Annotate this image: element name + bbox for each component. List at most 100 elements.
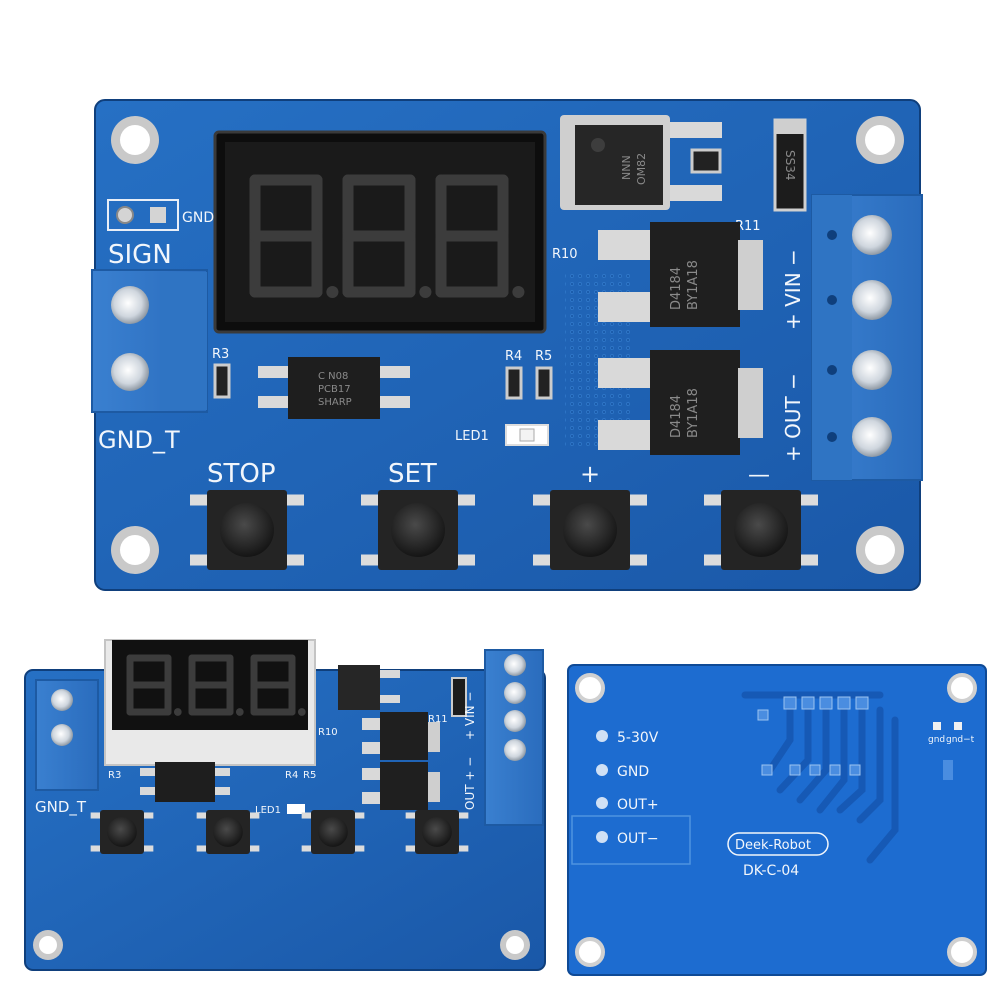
button-leg (625, 494, 647, 506)
display-dot (512, 285, 525, 299)
display-dot (297, 708, 306, 716)
button-leg (453, 554, 475, 566)
label-stop: STOP (207, 459, 276, 489)
mosfet-1-text-1: D4184 (669, 267, 684, 310)
label-r11: R11 (735, 219, 761, 234)
tactile-button (90, 810, 154, 854)
back-label-gnd-t-small: gnd−t (946, 735, 975, 745)
button-leg (90, 845, 103, 852)
tactile-buttons (190, 490, 818, 570)
button-leg (247, 812, 260, 819)
back-label-out-plus: OUT+ (617, 797, 659, 813)
small-display-digits (126, 654, 306, 716)
small-label-r10: R10 (318, 727, 338, 738)
button-leg (453, 494, 475, 506)
mosfet-1: D4184 BY1A18 (598, 222, 763, 327)
button-leg (196, 845, 209, 852)
button-leg (141, 845, 154, 852)
button-leg (361, 554, 383, 566)
resistors-r4-r5: R4 R5 LED1 (455, 349, 553, 446)
label-r5: R5 (535, 349, 552, 364)
diode-text: SS34 (783, 150, 797, 181)
small-front-board: GND_T R3 R4 R5 LED1 R10 R11 + VIN − OUT … (24, 639, 546, 971)
label-gnd-t: GND_T (98, 426, 180, 454)
optocoupler-chip: C N08 PCB17 SHARP (258, 357, 410, 419)
back-label-gnd-small: gnd (928, 735, 945, 745)
button-leg (704, 494, 726, 506)
button-leg (796, 494, 818, 506)
button-leg (533, 494, 555, 506)
regulator-text-2: OM82 (635, 153, 648, 185)
back-label-brand: Deek-Robot (735, 838, 811, 853)
display-digit (250, 654, 306, 716)
tactile-button (190, 490, 304, 570)
label-r10: R10 (552, 247, 578, 262)
label-led1: LED1 (455, 429, 489, 444)
signal-terminal-block: GND_T (91, 269, 208, 454)
tactile-button (405, 810, 469, 854)
button-cap (734, 503, 788, 557)
tactile-button (704, 490, 818, 570)
opto-text-1: C N08 (318, 371, 348, 382)
label-gnd: GND (182, 210, 214, 226)
display-dot (235, 708, 244, 716)
label-vin: + VIN − (781, 249, 805, 330)
back-board: 5-30V GND OUT+ OUT− gnd gnd−t Deek-Robot… (567, 664, 987, 976)
back-label-gnd: GND (617, 764, 649, 780)
small-label-out: OUT + − (463, 757, 477, 810)
brand-badge (727, 832, 829, 856)
power-terminal-block: + VIN − + OUT − (781, 194, 923, 481)
button-leg (405, 845, 418, 852)
display-digit (126, 654, 182, 716)
button-leg (704, 554, 726, 566)
button-cap (563, 503, 617, 557)
opto-text-2: PCB17 (318, 384, 351, 395)
small-label-led1: LED1 (255, 805, 281, 816)
small-label-r11: R11 (428, 714, 448, 725)
back-label-voltage: 5-30V (617, 730, 659, 746)
mosfet-2-text-1: D4184 (669, 395, 684, 438)
display-dot (419, 285, 432, 299)
button-cap (213, 817, 243, 847)
small-tactile-buttons (90, 810, 469, 854)
button-leg (282, 494, 304, 506)
button-leg (282, 554, 304, 566)
button-leg (247, 845, 260, 852)
small-label-r3: R3 (108, 770, 121, 781)
button-leg (301, 812, 314, 819)
button-leg (301, 845, 314, 852)
resistor-r3: R3 (212, 347, 231, 399)
label-r4: R4 (505, 349, 522, 364)
label-minus: — (748, 463, 770, 488)
diode-ss34: SS34 (773, 118, 807, 212)
tactile-button (301, 810, 365, 854)
button-cap (422, 817, 452, 847)
small-label-r5: R5 (303, 770, 316, 781)
copper-traces (741, 691, 899, 864)
button-leg (533, 554, 555, 566)
label-set: SET (388, 459, 437, 489)
label-r3: R3 (212, 347, 229, 362)
display-digit (435, 174, 525, 299)
seven-segment-display (213, 130, 547, 334)
opto-text-3: SHARP (318, 397, 352, 408)
tactile-button (196, 810, 260, 854)
display-dot (326, 285, 339, 299)
tactile-button (361, 490, 475, 570)
button-leg (352, 812, 365, 819)
label-out: + OUT − (781, 373, 805, 462)
button-cap (318, 817, 348, 847)
mosfet-1-text-2: BY1A18 (686, 260, 701, 310)
button-leg (456, 845, 469, 852)
button-leg (190, 554, 212, 566)
small-label-r4: R4 (285, 770, 298, 781)
signal-header: GND SIGN (107, 199, 214, 270)
display-digit (188, 654, 244, 716)
button-leg (796, 554, 818, 566)
back-label-model: DK-C-04 (743, 863, 799, 879)
voltage-regulator: NNN OM82 (560, 115, 722, 210)
mosfet-2-text-2: BY1A18 (686, 388, 701, 438)
regulator-text-1: NNN (620, 155, 633, 180)
mosfet-2: D4184 BY1A18 (598, 350, 763, 455)
button-cap (391, 503, 445, 557)
